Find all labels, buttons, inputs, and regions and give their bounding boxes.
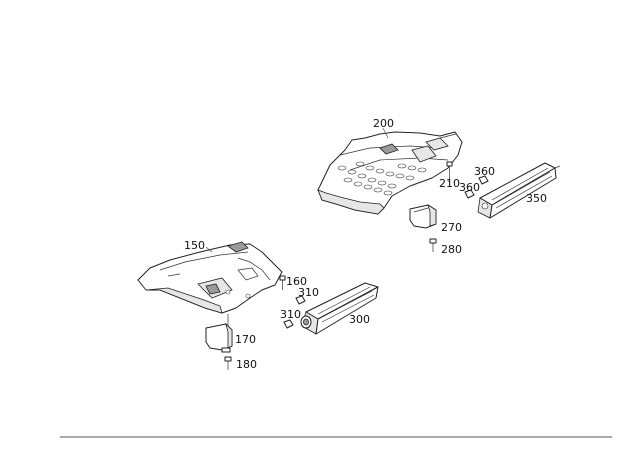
callout-150: 150: [184, 239, 205, 252]
bolt-210[interactable]: [446, 161, 453, 183]
callout-360-b: 360: [459, 181, 480, 194]
clip-360-b[interactable]: [464, 189, 475, 199]
bolt-160[interactable]: [279, 275, 286, 290]
callout-170: 170: [235, 333, 256, 346]
clip-360-a[interactable]: [478, 175, 489, 185]
side-trim-300[interactable]: [300, 282, 379, 335]
bracket-270[interactable]: [409, 204, 437, 229]
callout-160: 160: [286, 275, 307, 288]
callout-300: 300: [349, 313, 370, 326]
bolt-180[interactable]: [224, 356, 232, 370]
callout-200: 200: [373, 117, 394, 130]
callout-350: 350: [526, 192, 547, 205]
front-floor-panel[interactable]: [137, 241, 283, 314]
callout-310-b: 310: [280, 308, 301, 321]
clip-310-b[interactable]: [283, 319, 294, 329]
side-trim-350[interactable]: [477, 162, 561, 219]
callout-180: 180: [236, 358, 257, 371]
callout-270: 270: [441, 221, 462, 234]
bolt-280[interactable]: [429, 238, 437, 252]
bracket-170[interactable]: [205, 314, 233, 353]
callout-360-a: 360: [474, 165, 495, 178]
rear-panel-holes: [337, 161, 427, 196]
rear-floor-panel[interactable]: [317, 127, 463, 215]
clip-310-a[interactable]: [295, 295, 306, 305]
callout-280: 280: [441, 243, 462, 256]
callout-310-a: 310: [298, 286, 319, 299]
callout-210: 210: [439, 177, 460, 190]
